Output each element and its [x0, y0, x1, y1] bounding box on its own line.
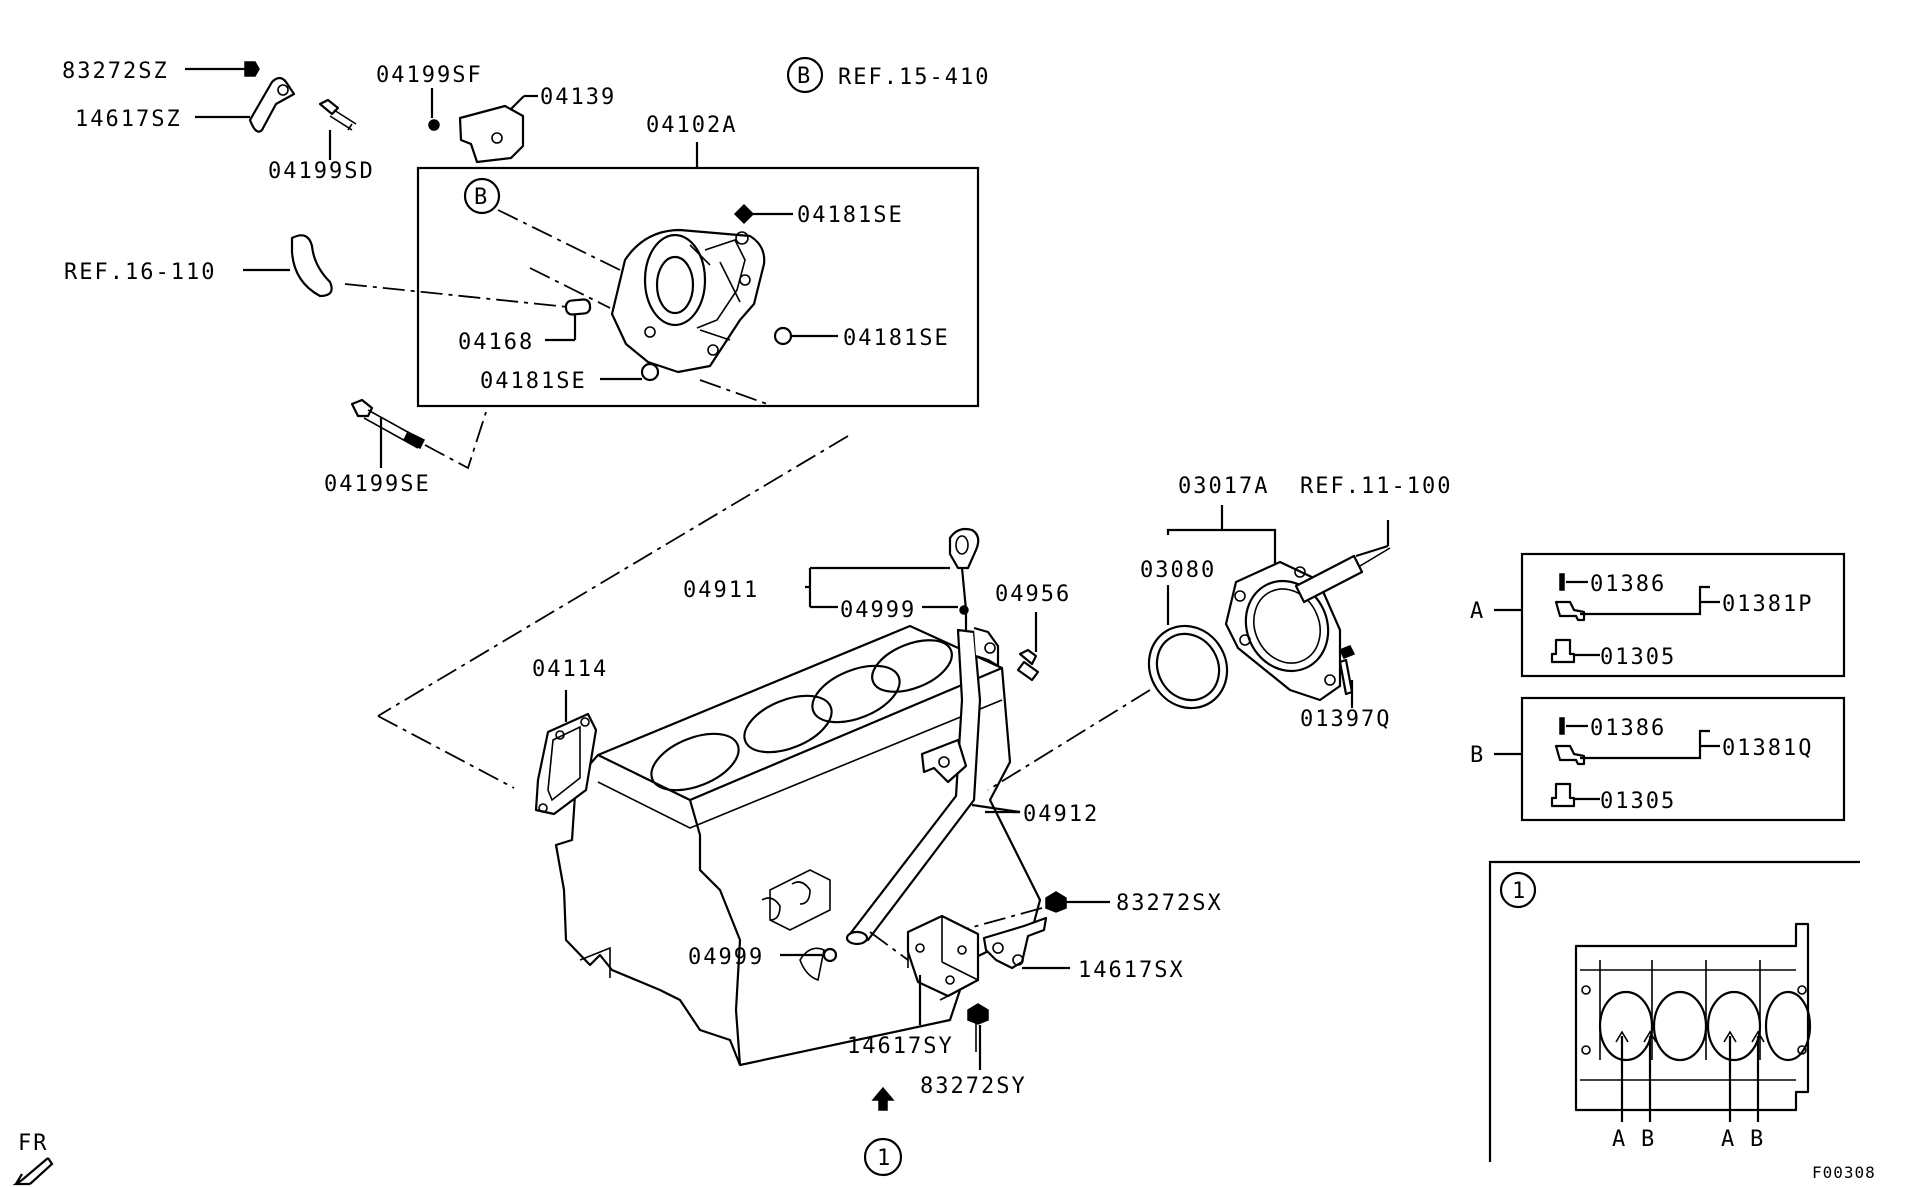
bolt-01397q: [1338, 645, 1356, 708]
ref-11-100-part: [1294, 520, 1391, 604]
inset-view-1-frame: [1488, 860, 1860, 1162]
label-box-b-01381q: 01381Q: [1722, 736, 1813, 761]
bolt-83272sy: [967, 1003, 989, 1070]
bolt-04199sd: [318, 98, 357, 160]
inset-jet-pointers: [1615, 1030, 1765, 1122]
front-arrow-icon: [12, 1157, 54, 1186]
hose-ref-16-110: [290, 234, 333, 298]
label-83272sz: 83272SZ: [62, 59, 169, 84]
inset-block-bottom-view: [1574, 922, 1812, 1112]
label-03017a: 03017A: [1178, 474, 1269, 499]
inset-1-label: 1: [1512, 879, 1527, 904]
label-box-a-01381p: 01381P: [1722, 592, 1813, 617]
bracket-14617sx: [982, 916, 1070, 970]
label-01397q: 01397Q: [1300, 707, 1391, 732]
label-box-a-01386: 01386: [1590, 572, 1666, 597]
pipe-04168: [545, 298, 592, 342]
label-box-a: A: [1470, 599, 1485, 624]
pump-assembly: [610, 228, 766, 374]
label-04102a: 04102A: [646, 113, 737, 138]
label-box-b: B: [1470, 743, 1485, 768]
label-04181se-top: 04181SE: [797, 203, 904, 228]
ref-b-top: B: [797, 64, 812, 89]
label-04139: 04139: [540, 85, 616, 110]
label-03080: 03080: [1140, 558, 1216, 583]
bolt-83272sx: [1045, 891, 1110, 913]
ref-b-box: B: [474, 185, 489, 210]
plug-04181se-right: [773, 326, 838, 346]
ref-b-circle-box: [463, 177, 501, 215]
dipstick-04911: [948, 527, 980, 632]
label-04999-bottom: 04999: [688, 945, 764, 970]
view-arrow-1: [871, 1086, 895, 1111]
label-ref-15-410: REF.15-410: [838, 65, 990, 90]
label-04956: 04956: [995, 582, 1071, 607]
label-04114: 04114: [532, 657, 608, 682]
oil-seal-03080: [1147, 624, 1229, 710]
fr-label: FR: [18, 1131, 49, 1156]
bolt-04956: [1016, 612, 1040, 682]
bolt-04199se: [350, 398, 426, 468]
label-04912: 04912: [1023, 802, 1099, 827]
label-box-b-01386: 01386: [1590, 716, 1666, 741]
bracket-14617sy: [906, 914, 980, 1025]
label-04199sd: 04199SD: [268, 159, 375, 184]
label-box-b-01305: 01305: [1600, 789, 1676, 814]
guide-tube-04912: [845, 626, 1000, 946]
label-04181se-bottom: 04181SE: [480, 369, 587, 394]
label-04181se-right: 04181SE: [843, 326, 950, 351]
plug-04181se-top: [733, 203, 793, 225]
detail-box-b: [1520, 696, 1846, 822]
label-04999-top: 04999: [840, 598, 916, 623]
inset-1-circle: [1499, 871, 1537, 909]
bracket-04139: [458, 94, 538, 164]
bolt-04199sf: [428, 88, 440, 131]
inset-label-b2: B: [1750, 1127, 1765, 1152]
label-04911: 04911: [683, 578, 759, 603]
view-1-circle: [863, 1137, 903, 1177]
bolt-83272sz: [185, 61, 260, 77]
plug-04181se-bottom: [600, 362, 660, 382]
gasket-04114: [534, 690, 598, 816]
label-04199se: 04199SE: [324, 472, 431, 497]
inset-label-b1: B: [1641, 1127, 1656, 1152]
label-14617sy: 14617SY: [847, 1034, 954, 1059]
label-04168: 04168: [458, 330, 534, 355]
label-box-a-01305: 01305: [1600, 645, 1676, 670]
label-ref-11-100: REF.11-100: [1300, 474, 1452, 499]
detail-box-a: [1520, 552, 1846, 678]
label-83272sx: 83272SX: [1116, 891, 1223, 916]
label-ref-16-110: REF.16-110: [64, 260, 216, 285]
view-1-label: 1: [877, 1146, 892, 1171]
inset-label-a1: A: [1612, 1127, 1627, 1152]
figure-code: F00308: [1812, 1163, 1876, 1182]
label-14617sx: 14617SX: [1078, 958, 1185, 983]
label-14617sz: 14617SZ: [75, 107, 182, 132]
inset-label-a2: A: [1721, 1127, 1736, 1152]
label-04199sf: 04199SF: [376, 63, 483, 88]
ring-04999-bottom: [780, 947, 838, 963]
bracket-14617sz: [195, 76, 296, 133]
label-83272sy: 83272SY: [920, 1074, 1027, 1099]
box-04102a: [416, 166, 980, 408]
ref-b-circle-top: [786, 56, 824, 94]
